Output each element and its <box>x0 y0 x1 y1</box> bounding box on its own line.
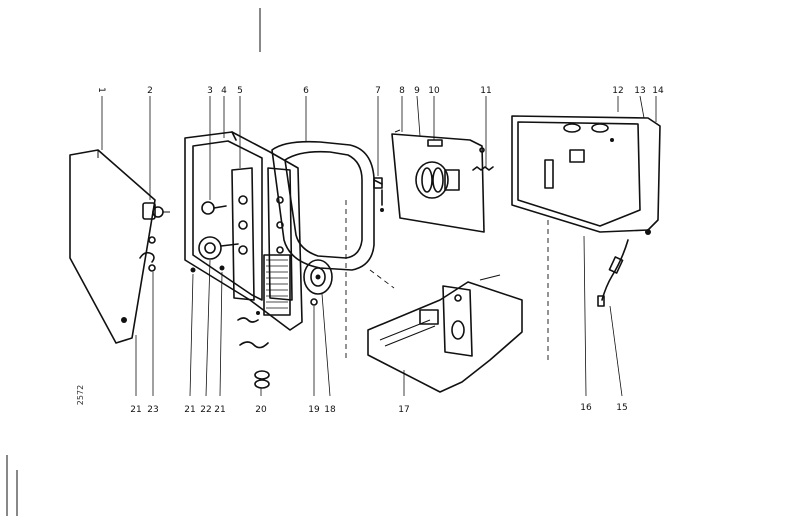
callout-1: 1 <box>96 87 106 93</box>
callout-10: 10 <box>428 86 440 96</box>
part-7-screw <box>380 189 384 212</box>
part-4-front-bezel <box>184 131 303 331</box>
callout-21-b: 21 <box>184 405 195 415</box>
callout-2: 2 <box>147 86 153 96</box>
part-17-chassis <box>367 274 523 393</box>
part-18-speaker <box>303 259 333 295</box>
bezel-screws <box>190 265 260 315</box>
callout-20: 20 <box>255 405 267 415</box>
speaker-grille <box>263 254 291 316</box>
callout-14: 14 <box>652 86 664 96</box>
part-6-picture-tube <box>271 140 383 271</box>
side-note: 2572 <box>76 385 85 405</box>
leader-lines <box>101 95 657 397</box>
callout-17: 17 <box>398 405 409 415</box>
part-9-yoke-bracket <box>391 129 485 233</box>
callout-19: 19 <box>308 405 320 415</box>
part-15-line-cord <box>597 239 629 307</box>
callout-8: 8 <box>399 86 405 96</box>
callout-7: 7 <box>375 86 381 96</box>
part-14-cabinet <box>511 115 661 235</box>
part-2-knob-assembly <box>139 202 170 272</box>
callout-23: 23 <box>147 405 158 415</box>
part-11-spring <box>472 147 494 171</box>
callout-12: 12 <box>612 86 623 96</box>
bottom-callouts: 21 23 21 22 21 20 19 18 17 16 15 <box>130 403 627 415</box>
callout-16: 16 <box>580 403 592 413</box>
callout-21-a: 21 <box>130 405 141 415</box>
callout-15: 15 <box>616 403 627 413</box>
alignment-lines <box>345 200 549 360</box>
top-callouts: 1 2 3 4 5 6 7 8 9 10 11 12 13 14 <box>96 86 664 96</box>
callout-3: 3 <box>207 86 213 96</box>
part-19-fastener <box>310 298 318 306</box>
part-22-large-knob <box>198 236 239 260</box>
part-1-back-panel <box>69 149 156 344</box>
callout-5: 5 <box>237 86 243 96</box>
callout-18: 18 <box>324 405 336 415</box>
part-3-tuning-knob <box>201 201 227 215</box>
callout-13: 13 <box>634 86 645 96</box>
callout-6: 6 <box>303 86 309 96</box>
callout-11: 11 <box>480 86 491 96</box>
callout-4: 4 <box>221 86 227 96</box>
callout-22: 22 <box>200 405 211 415</box>
callout-21-c: 21 <box>214 405 225 415</box>
part-20-cord-clips <box>237 317 270 389</box>
callout-9: 9 <box>414 86 420 96</box>
registration-marks <box>6 8 261 516</box>
